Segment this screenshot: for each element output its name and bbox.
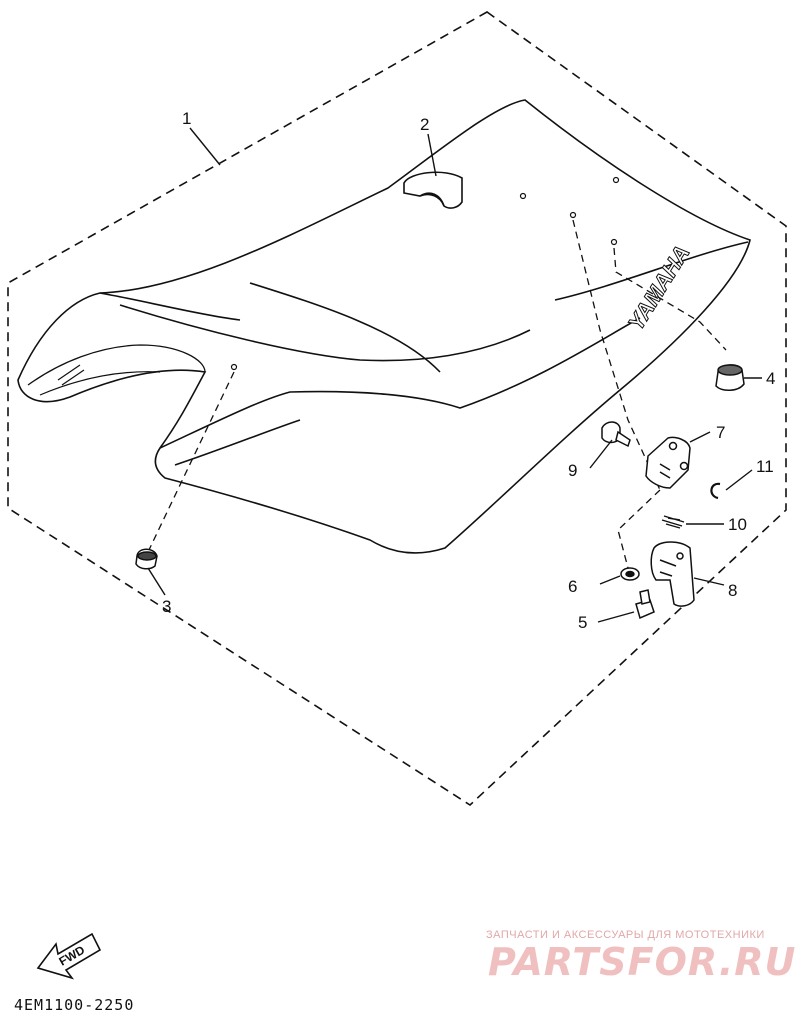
seat-illustration [17,99,751,554]
seat-holes [230,176,620,371]
seat-brand-text: YAMAHA [623,241,695,335]
callout-4: 4 [766,369,775,388]
callout-2: 2 [420,115,429,134]
seat-panel-line [554,241,749,301]
callout-7: 7 [716,423,725,442]
seat-cable [57,364,85,386]
watermark-logo: PARTSFOR.RU [488,940,797,984]
seat-hook-area [27,344,206,386]
callout-8: 8 [728,581,737,600]
callout-9: 9 [568,461,577,480]
part-8-lock [650,541,695,607]
seat-hook-inner [39,371,161,396]
callout-11: 11 [756,457,774,476]
seat-cushion-ridge [119,304,531,362]
callout-6: 6 [568,577,577,596]
seat-underside [159,317,641,449]
part-3-grommet [135,548,158,570]
leader-lines [147,127,762,623]
part-2-bracket [403,171,463,209]
fwd-arrow: FWD [36,932,102,980]
callout-5: 5 [578,613,587,632]
callout-labels: 1 2 3 4 5 6 7 8 9 10 11 [162,109,775,632]
callout-1: 1 [182,109,191,128]
assembly-boundary [7,11,787,807]
part-4-damper [715,364,745,391]
seat-side-line [99,292,241,321]
callout-10: 10 [728,515,747,534]
part-code: 4EM1100-2250 [14,996,135,1014]
seat-crease [249,282,441,373]
part-6-washer [620,567,640,581]
part-5-bolt [635,589,655,620]
assembly-lines [147,219,727,569]
part-11-clip [710,482,721,500]
part-7-hinge-plate [645,436,691,489]
callout-3: 3 [162,597,171,616]
part-9-screw [601,421,631,448]
seat-lower-edge [174,419,301,466]
watermark-tagline: ЗАПЧАСТИ И АКСЕССУАРЫ ДЛЯ МОТОТЕХНИКИ [486,929,765,941]
part-10-spring [661,515,685,529]
seat-outline [17,99,751,554]
